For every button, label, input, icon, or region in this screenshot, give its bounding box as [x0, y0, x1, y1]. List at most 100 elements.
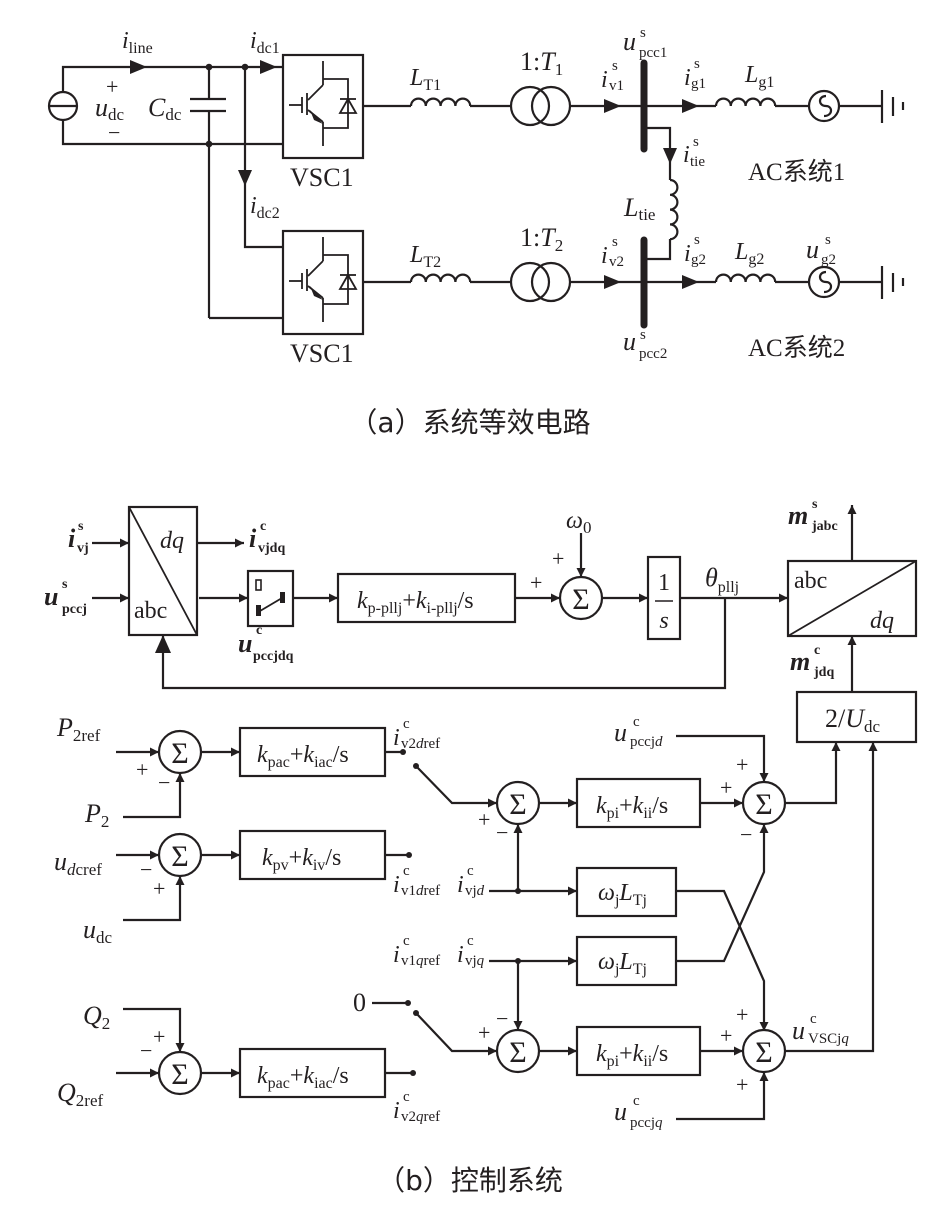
- svg-text:c: c: [256, 623, 262, 638]
- svg-text:i: i: [601, 67, 608, 93]
- d-current-summing-junction: Σ: [495, 780, 541, 826]
- label-u-pcc2: u s pcc2: [623, 327, 667, 362]
- i-dc2-arrow: [238, 170, 252, 186]
- svg-text:s: s: [659, 608, 668, 634]
- pll-summing-junction: Σ: [558, 575, 604, 621]
- svg-text:i: i: [393, 872, 400, 898]
- label-i-vj: i s vj: [68, 519, 89, 556]
- d-decoupling-block: ωjLTj: [575, 866, 678, 918]
- label-ac-system-1: AC系统1: [748, 158, 845, 186]
- svg-text:v2qref: v2qref: [401, 1109, 440, 1125]
- svg-text:abc: abc: [794, 568, 827, 594]
- svg-text:ωjLTj: ωjLTj: [598, 880, 647, 909]
- minus-sign: −: [740, 822, 752, 847]
- label-u-pcc1: u s pcc1: [623, 25, 667, 61]
- label-vsc-top: VSC1: [290, 163, 354, 192]
- label-i-g2: i s g2: [684, 232, 706, 268]
- svg-text:abc: abc: [134, 598, 167, 624]
- svg-text:Σ: Σ: [171, 737, 188, 770]
- u-dc-minus-sign: −: [108, 120, 120, 145]
- svg-text:jdq: jdq: [813, 665, 834, 680]
- plus-sign: +: [530, 570, 542, 595]
- svg-text:i: i: [457, 942, 464, 968]
- svg-text:v1dref: v1dref: [401, 883, 440, 899]
- svg-text:c: c: [467, 933, 474, 949]
- svg-text:pcc1: pcc1: [639, 45, 667, 61]
- signal-line: [676, 734, 769, 782]
- q-axis-selector-switch: [246, 569, 295, 628]
- label-L-g2: Lg2: [734, 239, 764, 268]
- integrator-block: 1 s: [646, 555, 682, 641]
- plus-sign: +: [478, 1020, 490, 1045]
- svg-text:Σ: Σ: [572, 583, 589, 616]
- svg-text:s: s: [694, 56, 700, 72]
- label-udc: udc: [83, 915, 113, 947]
- plus-sign: +: [720, 1023, 732, 1048]
- svg-text:c: c: [467, 863, 474, 879]
- label-u-dc: udc: [95, 93, 125, 124]
- label-u-pccjq: u c pccjq: [614, 1093, 663, 1131]
- svg-text:s: s: [612, 234, 618, 250]
- label-u-pccjdq: u c pccjdq: [238, 623, 294, 664]
- d-voltage-summing-junction: Σ: [741, 780, 787, 826]
- label-m-jdq: m c jdq: [790, 643, 834, 680]
- inductor-Ltie-icon: [669, 178, 679, 241]
- label-i-line: iline: [122, 28, 153, 57]
- svg-text:pcc2: pcc2: [639, 346, 667, 362]
- udc-summing-junction: Σ: [157, 832, 203, 878]
- svg-text:vjdq: vjdq: [258, 541, 285, 556]
- vsc-bottom: [281, 229, 365, 336]
- abc-to-dq-transform: dq abc: [127, 505, 199, 637]
- ac-line-2: [363, 261, 905, 303]
- svg-text:Σ: Σ: [509, 1036, 526, 1069]
- theta-feedback-line: [161, 598, 727, 690]
- plus-sign: +: [552, 546, 564, 571]
- svg-text:g1: g1: [691, 76, 706, 92]
- svg-text:c: c: [810, 1011, 817, 1027]
- svg-text:i: i: [683, 142, 690, 168]
- svg-text:s: s: [62, 577, 68, 592]
- signal-line: [785, 742, 841, 805]
- svg-text:i: i: [457, 872, 464, 898]
- label-i-dc1: idc1: [250, 28, 280, 57]
- dc-voltage-gain-block: 2/Udc: [795, 690, 918, 744]
- q-to-d-crossover-line: [676, 824, 769, 963]
- svg-text:i: i: [684, 65, 691, 91]
- dc-branch-vsc2-pos: [243, 67, 283, 249]
- svg-text:g2: g2: [821, 252, 836, 268]
- pll-pi-block: kp-pllj+ki-pllj/s: [336, 572, 517, 624]
- svg-text:u: u: [792, 1016, 805, 1045]
- u-dc-plus-sign: +: [106, 74, 118, 99]
- svg-text:u: u: [623, 27, 636, 56]
- inductor-LT2-icon: [409, 273, 472, 283]
- label-L-tie: Ltie: [623, 193, 655, 224]
- svg-text:u: u: [614, 718, 627, 747]
- caption-a: （a）系统等效电路: [349, 406, 590, 439]
- minus-sign: −: [158, 770, 170, 795]
- caption-b: （b）控制系统: [377, 1164, 563, 1197]
- svg-text:c: c: [633, 1093, 640, 1109]
- svg-text:tie: tie: [690, 154, 705, 170]
- svg-text:vjq: vjq: [465, 953, 485, 969]
- svg-text:jabc: jabc: [811, 519, 838, 534]
- svg-text:c: c: [403, 933, 410, 949]
- svg-text:g2: g2: [691, 252, 706, 268]
- i-dc1-arrow: [260, 60, 277, 74]
- junction-dot: [515, 888, 521, 894]
- minus-sign: −: [140, 857, 152, 882]
- capacitor-icon: [190, 67, 226, 318]
- label-i-v2dref: i c v2dref: [393, 716, 440, 752]
- svg-text:u: u: [806, 235, 819, 264]
- svg-text:pccjd: pccjd: [630, 734, 663, 750]
- svg-text:c: c: [403, 1089, 410, 1105]
- label-c-dc: Cdc: [148, 93, 182, 124]
- svg-text:kpac+kiac/s: kpac+kiac/s: [257, 742, 349, 771]
- signal-line: [785, 742, 878, 1053]
- svg-text:v1qref: v1qref: [401, 953, 440, 969]
- plus-sign: +: [736, 1072, 748, 1097]
- label-i-v1: i s v1: [601, 58, 624, 94]
- plus-sign: +: [736, 1002, 748, 1027]
- label-u-VSCjq: u c VSCjq: [792, 1011, 849, 1047]
- inductor-LT1-icon: [409, 97, 472, 107]
